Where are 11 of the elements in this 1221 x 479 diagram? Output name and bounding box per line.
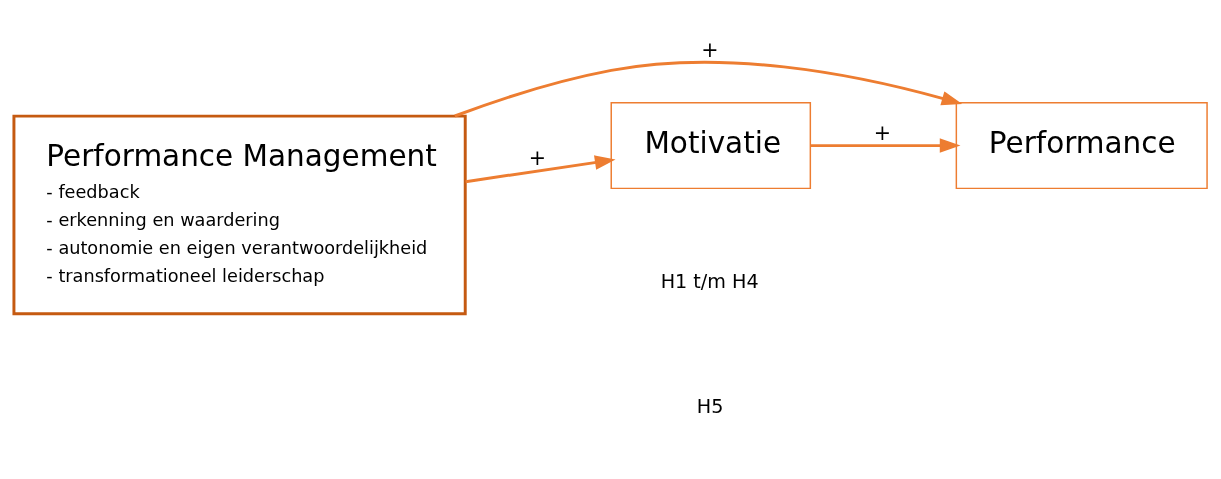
edge-label: +: [528, 145, 546, 170]
arrow: [454, 60, 963, 117]
label: H5: [696, 394, 724, 418]
edge-label: +: [701, 37, 719, 62]
label: H1 t/m H4: [660, 269, 759, 293]
arrow: [810, 137, 961, 153]
arrow: [465, 154, 616, 183]
node-box: Performance Management - feedback - erkenning en waardering - autonomie en eigen verantwoordelijkheid - transformationeel leiderschap: [12, 114, 467, 315]
node-box: Performance: [955, 101, 1208, 189]
edge-label: +: [873, 120, 892, 145]
node-box: Motivatie: [610, 101, 812, 189]
